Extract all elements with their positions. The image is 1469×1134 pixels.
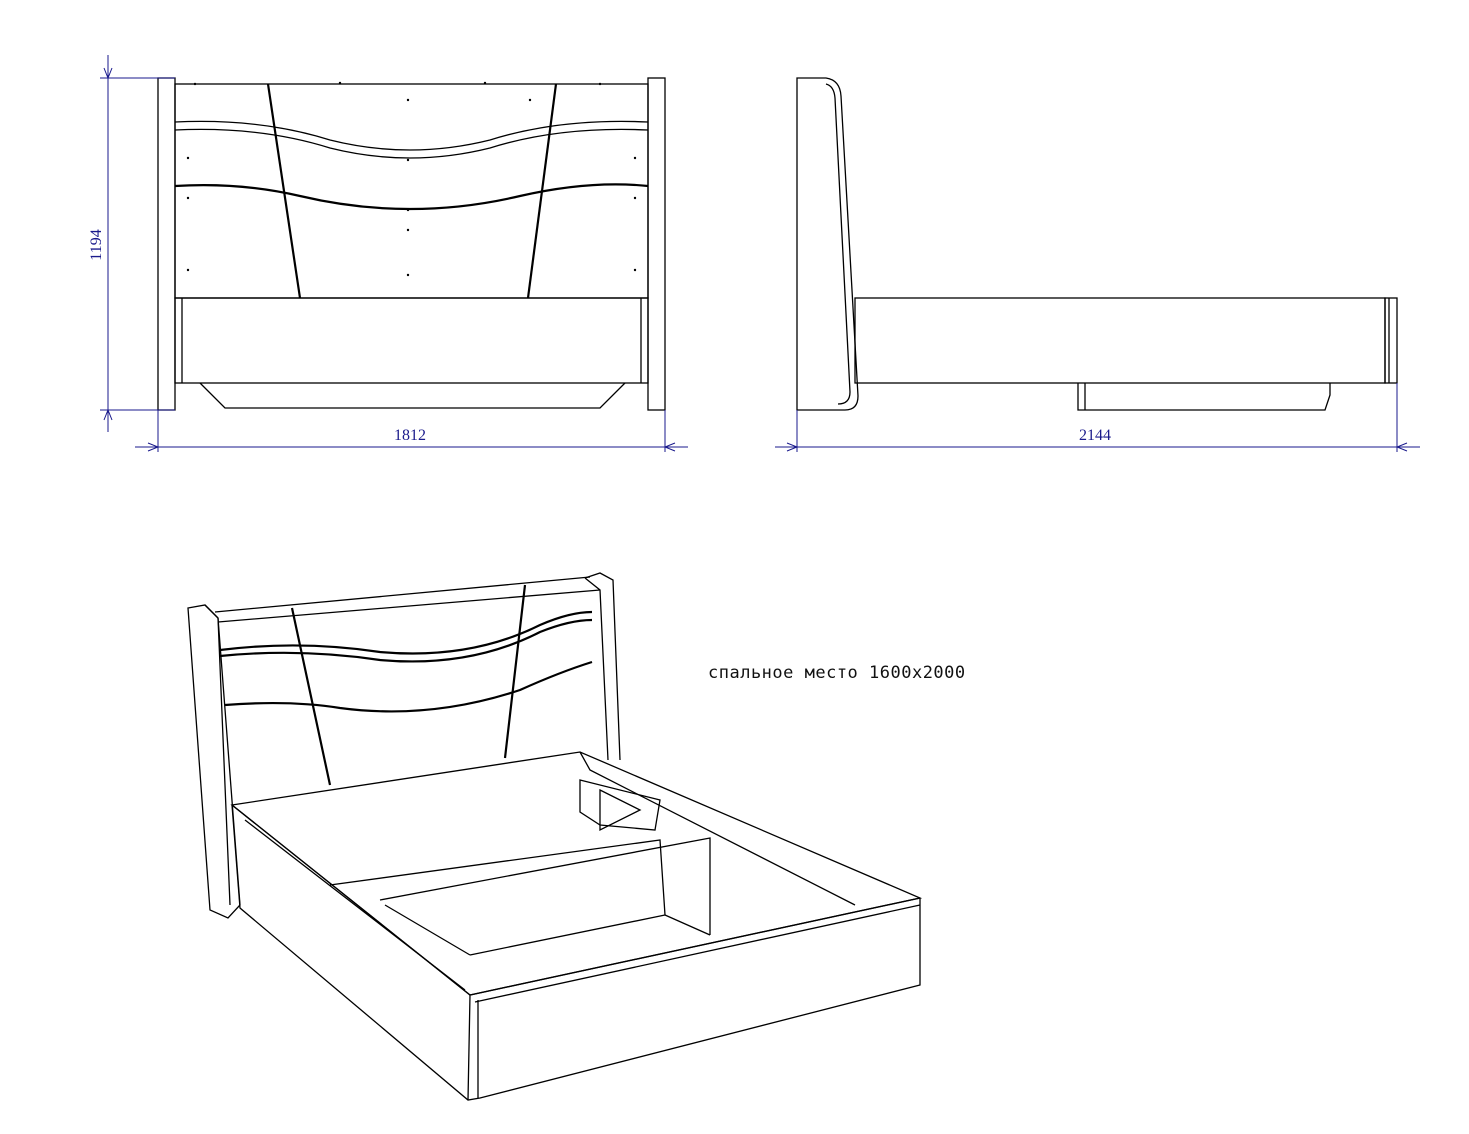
- side-view: 2144: [775, 77, 1420, 452]
- right-post: [647, 77, 666, 411]
- headboard-panel: [174, 83, 649, 299]
- width-dimension: 1812: [394, 427, 426, 444]
- front-view: 1194 1812: [88, 55, 688, 452]
- side-rail: [174, 297, 649, 384]
- iso-view: спальное место 1600x2000: [187, 572, 966, 1101]
- length-dimension: 2144: [1079, 427, 1111, 444]
- sleeping-area-caption: спальное место 1600x2000: [708, 663, 966, 683]
- side-rail: [854, 297, 1386, 384]
- left-post: [157, 77, 176, 411]
- height-dimension: 1194: [88, 229, 105, 260]
